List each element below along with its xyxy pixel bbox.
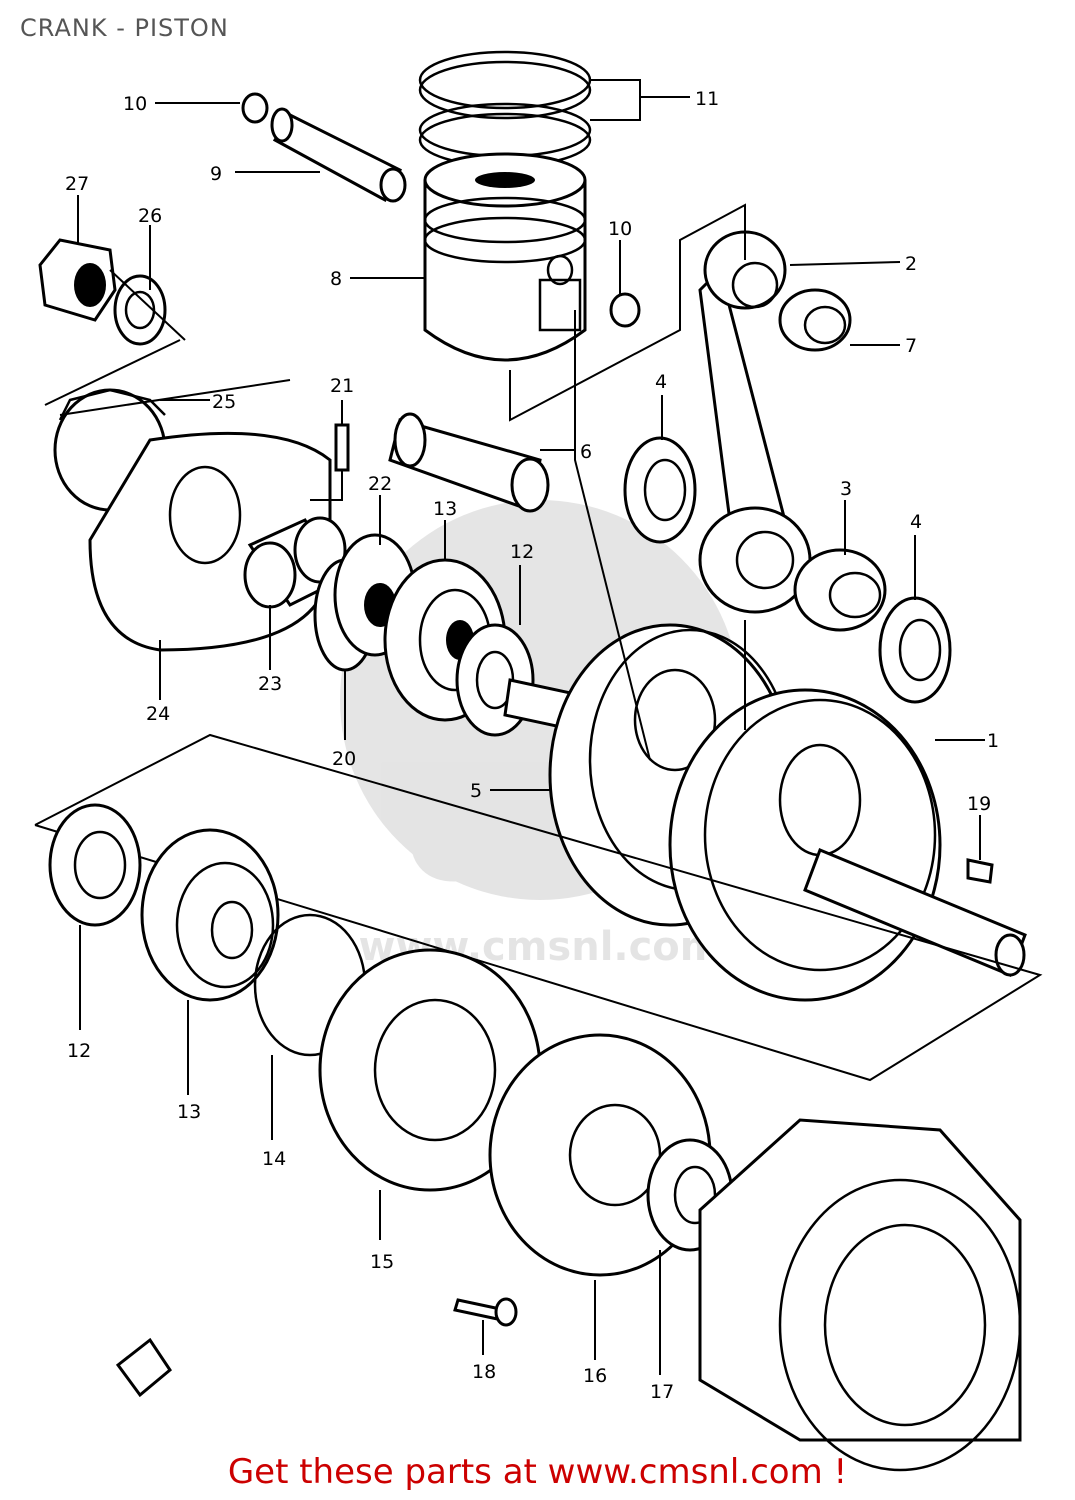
group-boundary-lines (34, 203, 1043, 1082)
big-end-bearing (793, 548, 887, 632)
callout-3: 3 (840, 478, 852, 500)
callout-18: 18 (472, 1361, 496, 1383)
leader-lines (77, 79, 985, 1375)
footer-cta[interactable]: Get these parts at www.cmsnl.com ! (227, 1452, 848, 1492)
crank-pin (388, 412, 550, 513)
callout-13-upper: 13 (433, 498, 457, 520)
callout-23: 23 (258, 673, 282, 695)
callout-8: 8 (330, 268, 342, 290)
bearing-13-lower (140, 828, 280, 1002)
page-title: CRANK - PISTON (20, 14, 229, 42)
callout-2: 2 (905, 253, 917, 275)
callout-5: 5 (470, 780, 482, 802)
nut (38, 238, 117, 322)
callout-21: 21 (330, 375, 354, 397)
callout-16: 16 (583, 1365, 607, 1387)
callout-labels: 10 9 27 26 8 11 10 2 7 25 21 4 6 22 13 1… (65, 88, 999, 1403)
key-21 (334, 423, 350, 472)
circlip-top (241, 92, 269, 124)
piston (423, 152, 587, 362)
callout-9: 9 (210, 163, 222, 185)
callout-10-top: 10 (123, 93, 147, 115)
callout-6: 6 (580, 441, 592, 463)
callout-4-right: 4 (910, 511, 922, 533)
circlip-right (609, 292, 641, 328)
callout-13-lower: 13 (177, 1101, 201, 1123)
callout-22: 22 (368, 473, 392, 495)
callout-12-lower: 12 (67, 1040, 91, 1062)
crankshaft-right-half (668, 688, 1027, 1002)
washer-26 (113, 274, 167, 346)
callout-12-upper: 12 (510, 541, 534, 563)
callout-14: 14 (262, 1148, 286, 1170)
callout-7: 7 (905, 335, 917, 357)
callout-4-upper: 4 (655, 371, 667, 393)
woodruff-key-19 (966, 858, 994, 884)
washer-12-lower (48, 803, 142, 927)
callout-25: 25 (212, 391, 236, 413)
callout-15: 15 (370, 1251, 394, 1273)
piston-pin (270, 107, 407, 203)
connecting-rod (698, 230, 812, 614)
callout-19: 19 (967, 793, 991, 815)
callout-27: 27 (65, 173, 89, 195)
piston-rings (418, 50, 592, 168)
thrust-washer-left (623, 436, 697, 544)
callout-1: 1 (987, 730, 999, 752)
callout-11: 11 (695, 88, 719, 110)
callout-26: 26 (138, 205, 162, 227)
callout-20: 20 (332, 748, 356, 770)
small-end-bearing (778, 288, 852, 352)
callout-17: 17 (650, 1381, 674, 1403)
generator-rotor (698, 1118, 1022, 1472)
callout-10-right: 10 (608, 218, 632, 240)
callout-24: 24 (146, 703, 170, 725)
screw-18 (453, 1297, 518, 1327)
arrow-indicator (115, 1337, 172, 1398)
thrust-washer-right (878, 596, 952, 704)
